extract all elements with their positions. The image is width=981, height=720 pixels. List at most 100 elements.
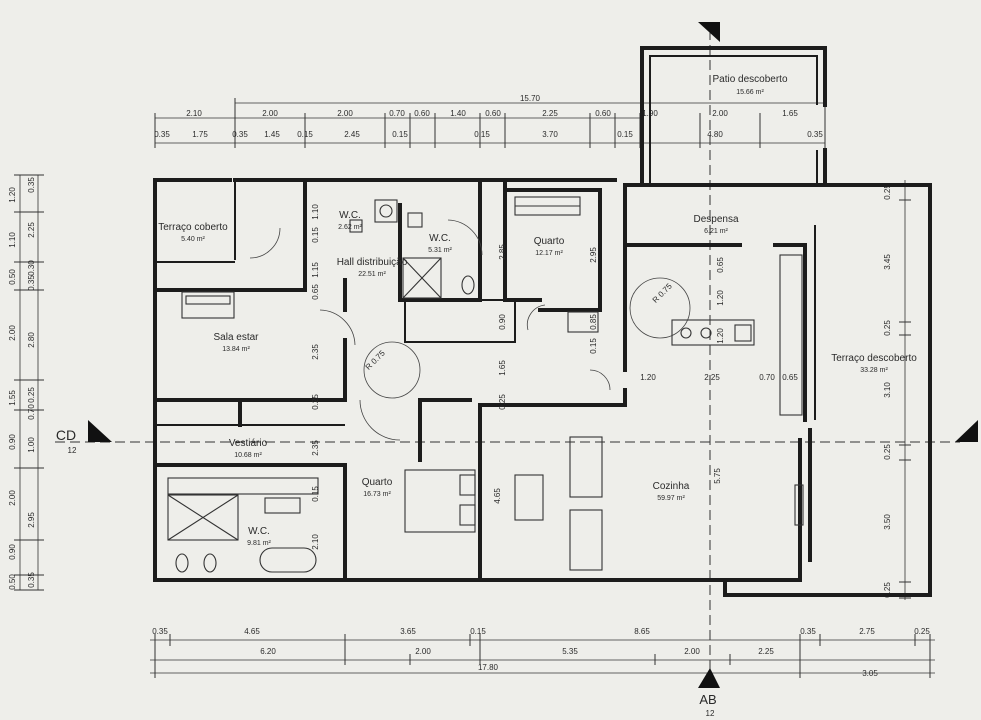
dim-left-0: 1.20 xyxy=(8,187,17,203)
dim-lin-0: 0.35 xyxy=(27,177,36,193)
dim-right-0: 0.25 xyxy=(883,184,892,200)
room-area-vestiario: 10.68 m² xyxy=(234,452,262,459)
bottom-dimensions: 0.35 4.65 3.65 0.15 8.65 0.35 2.75 0.25 … xyxy=(150,627,935,678)
room-area-wc-main: 9.81 m² xyxy=(247,540,271,547)
dim-top1-11: 1.65 xyxy=(782,109,798,118)
room-name-wc-main: W.C. xyxy=(248,526,270,537)
dim-int-qa: 0.85 xyxy=(589,314,598,330)
room-name-vestiario: Vestiário xyxy=(229,438,268,449)
dim-right-4: 0.25 xyxy=(883,444,892,460)
room-name-hall: Hall distribuição xyxy=(337,257,408,268)
room-name-quarto-main: Quarto xyxy=(362,477,393,488)
dim-top1-6: 0.60 xyxy=(485,109,501,118)
room-area-quarto-top: 12.17 m² xyxy=(535,250,563,257)
dim-top1-2: 2.00 xyxy=(337,109,353,118)
dim-bot1-6: 2.75 xyxy=(859,627,875,636)
dim-right-1: 3.45 xyxy=(883,254,892,270)
dim-bot1-1: 4.65 xyxy=(244,627,260,636)
dim-lin-3: 0.35 xyxy=(27,275,36,291)
dim-int-stairw: 0.90 xyxy=(498,314,507,330)
section-sheet-ab: 12 xyxy=(706,709,715,718)
dim-lin-8: 2.95 xyxy=(27,512,36,528)
dim-bot1-3: 0.15 xyxy=(470,627,486,636)
room-name-quarto-top: Quarto xyxy=(534,236,565,247)
dim-int-qmb: 4.65 xyxy=(493,488,502,504)
dim-top2-1: 1.75 xyxy=(192,130,208,139)
dim-top1-4: 0.60 xyxy=(414,109,430,118)
dim-int-wch2: 2.10 xyxy=(311,534,320,550)
dim-int-hallv1: 0.25 xyxy=(311,394,320,410)
walls xyxy=(153,46,932,597)
dim-top1-8: 0.60 xyxy=(595,109,611,118)
dim-top2-0: 0.35 xyxy=(154,130,170,139)
dim-left-3: 2.00 xyxy=(8,325,17,341)
room-name-wc-small: W.C. xyxy=(339,210,361,221)
dim-int-cza: 1.20 xyxy=(640,373,656,382)
dim-top2-9: 0.15 xyxy=(617,130,633,139)
dim-top1-0: 2.10 xyxy=(186,109,202,118)
dim-bot2-2: 5.35 xyxy=(562,647,578,656)
room-labels: Patio descoberto 15.66 m² Terraço cobert… xyxy=(158,74,917,547)
section-arrow-ab-top-icon xyxy=(698,22,720,42)
dim-top2-8: 3.70 xyxy=(542,130,558,139)
dim-bot1-2: 3.65 xyxy=(400,627,416,636)
dim-bot2-1: 2.00 xyxy=(415,647,431,656)
dim-top2-6: 0.15 xyxy=(392,130,408,139)
dim-top1-10: 2.00 xyxy=(712,109,728,118)
room-area-terraco-coberto: 5.40 m² xyxy=(181,236,205,243)
top-dimensions: 2.10 2.00 2.00 0.70 0.60 1.40 0.60 2.25 … xyxy=(154,94,826,148)
dim-int-wcb: 1.15 xyxy=(311,262,320,278)
room-area-wc-small: 2.62 m² xyxy=(338,224,362,231)
dim-left-7: 0.90 xyxy=(8,544,17,560)
dim-bot1-5: 0.35 xyxy=(800,627,816,636)
left-dimensions: 1.20 1.10 0.50 2.00 1.55 0.90 2.00 0.90 … xyxy=(8,174,44,591)
section-label-ab: AB xyxy=(699,692,716,707)
dim-int-qb: 0.15 xyxy=(589,338,598,354)
room-area-sala: 13.84 m² xyxy=(222,346,250,353)
room-name-patio: Patio descoberto xyxy=(712,74,787,85)
dim-int-czc: 0.70 xyxy=(759,373,775,382)
dim-bot2-0: 6.20 xyxy=(260,647,276,656)
dim-bot1-7: 0.25 xyxy=(914,627,930,636)
dim-bot-extra: 3.05 xyxy=(862,669,878,678)
dim-int-wca: 0.15 xyxy=(311,227,320,243)
room-area-patio: 15.66 m² xyxy=(736,89,764,96)
dim-int-czb: 2.25 xyxy=(704,373,720,382)
dim-top2-5: 2.45 xyxy=(344,130,360,139)
dim-top2-11: 0.35 xyxy=(807,130,823,139)
dim-lin-9: 0.35 xyxy=(27,572,36,588)
dim-top2-4: 0.15 xyxy=(297,130,313,139)
dim-right-6: 0.25 xyxy=(883,582,892,598)
dim-int-stairv: 1.65 xyxy=(498,360,507,376)
dim-top1-7: 2.25 xyxy=(542,109,558,118)
dim-int-hallh: 2.35 xyxy=(311,344,320,360)
dim-left-5: 0.90 xyxy=(8,434,17,450)
dim-lin-5: 0.25 xyxy=(27,387,36,403)
dim-top-total: 15.70 xyxy=(520,94,541,103)
dim-bot1-0: 0.35 xyxy=(152,627,168,636)
dim-right-3: 3.10 xyxy=(883,382,892,398)
dim-top2-3: 1.45 xyxy=(264,130,280,139)
room-area-quarto-main: 16.73 m² xyxy=(363,491,391,498)
room-name-terraco-coberto: Terraço coberto xyxy=(158,222,228,233)
section-marker-cd: CD 12 xyxy=(56,420,112,455)
room-area-hall: 22.51 m² xyxy=(358,271,386,278)
dim-bot2-3: 2.00 xyxy=(684,647,700,656)
room-name-terraco-descoberto: Terraço descoberto xyxy=(831,353,917,364)
room-name-wc-mid: W.C. xyxy=(429,233,451,244)
dim-top1-5: 1.40 xyxy=(450,109,466,118)
fixtures xyxy=(167,196,804,573)
room-name-despensa: Despensa xyxy=(693,214,738,225)
dim-right-5: 3.50 xyxy=(883,514,892,530)
dim-lin-4: 2.80 xyxy=(27,332,36,348)
dim-lin-7: 1.00 xyxy=(27,437,36,453)
interior-dimensions: 1.10 0.15 1.15 0.65 2.35 0.25 2.35 2.85 … xyxy=(311,204,798,550)
dim-lin-6: 0.70 xyxy=(27,404,36,420)
dim-left-2: 0.50 xyxy=(8,269,17,285)
dim-int-qma: 0.25 xyxy=(498,394,507,410)
dim-top1-3: 0.70 xyxy=(389,109,405,118)
door-swings xyxy=(249,219,691,441)
dim-left-6: 2.00 xyxy=(8,490,17,506)
